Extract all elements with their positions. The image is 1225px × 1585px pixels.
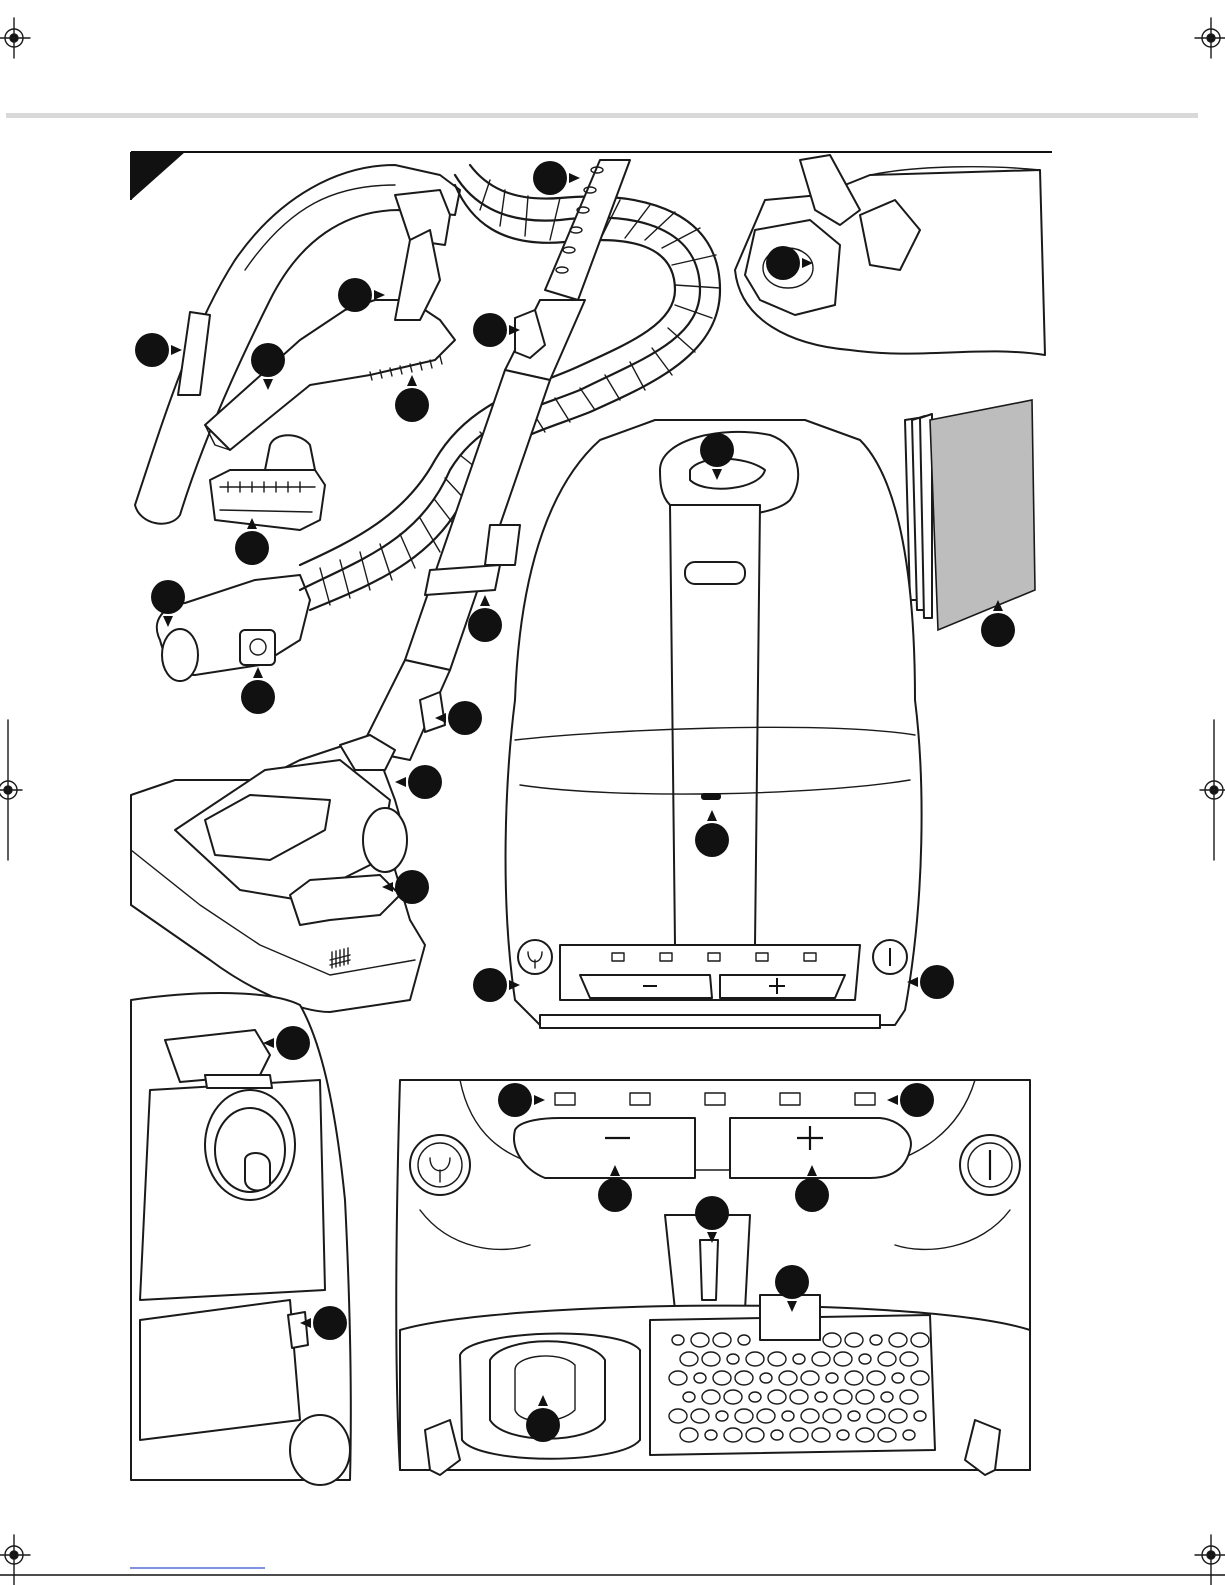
panel-cord-rewind-icon: [410, 1135, 470, 1195]
body-power-icon: [873, 940, 907, 974]
registration-mark-mid-left-icon: [0, 720, 22, 860]
registration-mark-top-left-icon: [0, 18, 30, 58]
callout-marker-15: [395, 765, 442, 799]
callout-marker-19: [907, 965, 954, 999]
callout-marker-5: [473, 313, 520, 347]
closeup-control-panel: [396, 1080, 1030, 1475]
callout-marker-1: [533, 161, 580, 195]
closeup-bottom-left: [131, 993, 351, 1485]
registration-mark-bottom-left-icon: [0, 1535, 30, 1585]
header-rule: [6, 113, 1198, 118]
body-cord-rewind-icon: [518, 940, 552, 974]
registration-mark-mid-right-icon: [1200, 720, 1225, 860]
callout-marker-13: [241, 667, 275, 714]
vacuum-canister-body: [506, 420, 922, 1028]
user-manual-booklet: [905, 400, 1035, 630]
callout-marker-7: [395, 375, 429, 422]
floor-nozzle: [131, 735, 425, 1012]
registration-mark-bottom-right-icon: [1195, 1535, 1225, 1585]
callout-marker-4: [135, 333, 182, 367]
panel-power-icon: [960, 1135, 1020, 1195]
section-corner-icon: [131, 152, 185, 200]
registration-mark-top-right-icon: [1195, 18, 1225, 58]
